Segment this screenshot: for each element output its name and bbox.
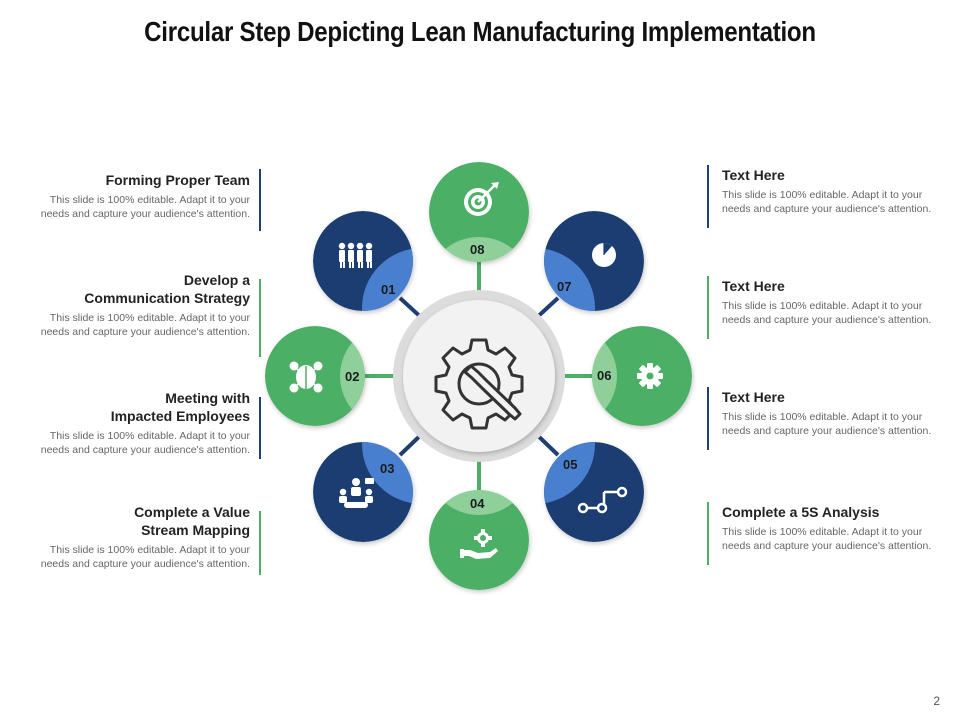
step-01-number: 01 <box>381 282 395 297</box>
left-body-2: This slide is 100% editable. Adapt it to… <box>40 312 250 338</box>
target-icon <box>464 182 499 216</box>
right-body-4: This slide is 100% editable. Adapt it to… <box>722 526 932 552</box>
right-text-block-3: Text Here This slide is 100% editable. A… <box>722 388 952 438</box>
step-06: 06 <box>592 326 692 426</box>
right-heading-2: Text Here <box>722 278 785 294</box>
step-08-number: 08 <box>470 242 484 257</box>
pie-chart-icon <box>592 242 616 267</box>
right-heading-1: Text Here <box>722 167 785 183</box>
step-07: 07 <box>544 211 644 311</box>
step-05-number: 05 <box>563 457 577 472</box>
left-text-block-1: Forming Proper Team This slide is 100% e… <box>20 171 250 221</box>
step-07-number: 07 <box>557 279 571 294</box>
left-heading-4: Complete a Value Stream Mapping <box>134 504 250 538</box>
left-heading-3: Meeting with Impacted Employees <box>110 390 250 424</box>
right-accent-bar-1 <box>707 165 709 228</box>
right-text-block-2: Text Here This slide is 100% editable. A… <box>722 277 952 327</box>
left-accent-bar-3 <box>259 397 261 459</box>
hand-gear-money-icon <box>460 529 498 559</box>
right-accent-bar-2 <box>707 276 709 339</box>
process-nodes-icon <box>577 486 628 514</box>
slide-title: Circular Step Depicting Lean Manufacturi… <box>144 16 816 47</box>
right-text-block-4: Complete a 5S Analysis This slide is 100… <box>722 503 952 553</box>
left-heading-1: Forming Proper Team <box>105 172 250 188</box>
step-01: 01 <box>313 211 413 311</box>
right-heading-3: Text Here <box>722 389 785 405</box>
step-06-number: 06 <box>597 368 611 383</box>
left-accent-bar-4 <box>259 511 261 575</box>
gear-wrench-icon <box>434 338 524 430</box>
step-08: 08 <box>429 162 529 262</box>
page-number: 2 <box>933 694 940 708</box>
right-heading-4: Complete a 5S Analysis <box>722 504 880 520</box>
right-body-1: This slide is 100% editable. Adapt it to… <box>722 189 932 215</box>
left-body-1: This slide is 100% editable. Adapt it to… <box>40 194 250 220</box>
step-04-number: 04 <box>470 496 485 511</box>
meeting-icon <box>339 478 374 508</box>
step-03: 03 <box>313 442 413 542</box>
right-body-2: This slide is 100% editable. Adapt it to… <box>722 300 932 326</box>
team-icon <box>338 242 373 268</box>
left-accent-bar-2 <box>259 279 261 357</box>
left-body-3: This slide is 100% editable. Adapt it to… <box>40 430 250 456</box>
center-hub <box>393 290 565 462</box>
right-text-block-1: Text Here This slide is 100% editable. A… <box>722 166 952 216</box>
left-text-block-3: Meeting with Impacted Employees This sli… <box>20 389 250 457</box>
left-text-block-4: Complete a Value Stream Mapping This sli… <box>20 503 250 571</box>
gear-icon <box>637 363 663 389</box>
step-04: 04 <box>429 490 529 590</box>
left-heading-2: Develop a Communication Strategy <box>84 272 250 306</box>
step-02: 02 <box>265 326 365 426</box>
right-accent-bar-3 <box>707 387 709 450</box>
right-body-3: This slide is 100% editable. Adapt it to… <box>722 411 932 437</box>
brain-network-icon <box>289 361 323 393</box>
right-accent-bar-4 <box>707 502 709 565</box>
step-02-number: 02 <box>345 369 359 384</box>
step-03-number: 03 <box>380 461 394 476</box>
left-accent-bar-1 <box>259 169 261 231</box>
left-text-block-2: Develop a Communication Strategy This sl… <box>20 271 250 339</box>
step-05: 05 <box>544 442 644 542</box>
left-body-4: This slide is 100% editable. Adapt it to… <box>40 544 250 570</box>
